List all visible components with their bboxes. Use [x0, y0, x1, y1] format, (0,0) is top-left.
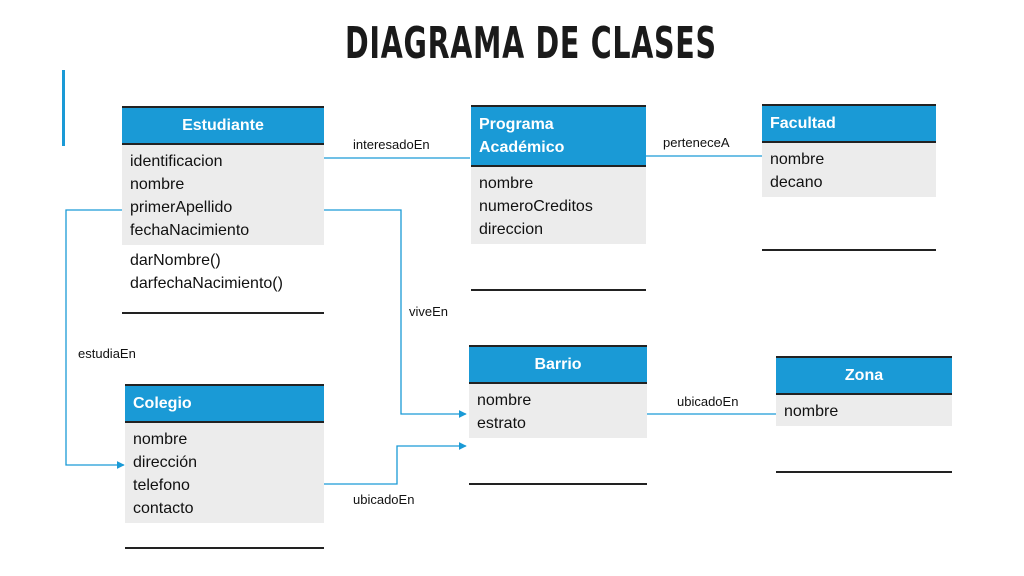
class-barrio-attributes: nombre estrato	[469, 384, 647, 438]
attribute: dirección	[133, 454, 198, 471]
class-facultad-name: Facultad	[762, 106, 936, 141]
class-facultad-attributes: nombre decano	[762, 143, 936, 197]
attribute: nombre	[133, 431, 188, 448]
class-zona-attributes: nombre	[776, 395, 952, 426]
class-facultad-separator	[762, 141, 936, 143]
class-facultad[interactable]: Facultad nombre decano	[762, 104, 936, 253]
class-barrio-bottom-line	[469, 483, 647, 485]
class-estudiante[interactable]: Estudiante identificacion nombre primerA…	[122, 106, 324, 316]
class-estudiante-name: Estudiante	[122, 108, 324, 143]
method: darNombre()	[130, 252, 221, 269]
class-colegio-bottom-line	[125, 547, 324, 549]
class-colegio[interactable]: Colegio nombre dirección telefono contac…	[125, 384, 324, 552]
line-ubicadoEn-colegio-barrio	[324, 442, 467, 485]
class-programa-name-line2: Académico	[479, 139, 565, 156]
relation-label-perteneceA: perteneceA	[663, 135, 730, 150]
attribute: telefono	[133, 477, 190, 494]
attribute: direccion	[479, 221, 544, 238]
relation-label-ubicadoEn-barrio: ubicadoEn	[353, 492, 415, 507]
class-programa-attributes: nombre numeroCreditos direccion	[471, 167, 646, 244]
class-zona-name: Zona	[776, 358, 952, 393]
class-barrio-name: Barrio	[469, 347, 647, 382]
relation-label-interesadoEn: interesadoEn	[353, 137, 430, 152]
class-estudiante-attributes: identificacion nombre primerApellido fec…	[122, 145, 324, 245]
attribute: identificacion	[130, 153, 223, 170]
class-estudiante-separator	[122, 143, 324, 145]
class-barrio[interactable]: Barrio nombre estrato	[469, 345, 647, 487]
class-colegio-name: Colegio	[125, 386, 324, 421]
attribute: nombre	[479, 175, 534, 192]
attribute: fechaNacimiento	[130, 222, 250, 239]
class-programa-name-line1: Programa	[479, 116, 554, 133]
class-programa-bottom-line	[471, 289, 646, 291]
relation-label-estudiaEn: estudiaEn	[78, 346, 136, 361]
line-estudiaEn	[65, 209, 125, 469]
class-estudiante-methods: darNombre() darfechaNacimiento()	[122, 245, 324, 295]
attribute: numeroCreditos	[479, 198, 593, 215]
attribute: nombre	[130, 176, 185, 193]
class-programa-name: Programa Académico	[471, 107, 646, 165]
class-estudiante-bottom-line	[122, 312, 324, 314]
class-barrio-separator	[469, 382, 647, 384]
attribute: contacto	[133, 500, 194, 517]
attribute: nombre	[784, 403, 839, 420]
class-colegio-attributes: nombre dirección telefono contacto	[125, 423, 324, 523]
line-viveEn	[324, 209, 467, 418]
class-colegio-separator	[125, 421, 324, 423]
attribute: estrato	[477, 415, 526, 432]
attribute: primerApellido	[130, 199, 233, 216]
attribute: nombre	[770, 151, 825, 168]
relation-label-ubicadoEn-zona: ubicadoEn	[677, 394, 739, 409]
class-zona-bottom-line	[776, 471, 952, 473]
attribute: nombre	[477, 392, 532, 409]
attribute: decano	[770, 174, 823, 191]
class-zona[interactable]: Zona nombre	[776, 356, 952, 475]
accent-bar	[62, 70, 65, 146]
diagram-title: DIAGRAMA DE CLASES	[345, 18, 717, 69]
class-zona-separator	[776, 393, 952, 395]
class-programa-academico[interactable]: Programa Académico nombre numeroCreditos…	[471, 105, 646, 293]
class-facultad-bottom-line	[762, 249, 936, 251]
class-programa-separator	[471, 165, 646, 167]
relation-label-viveEn: viveEn	[409, 304, 449, 319]
method: darfechaNacimiento()	[130, 275, 283, 292]
